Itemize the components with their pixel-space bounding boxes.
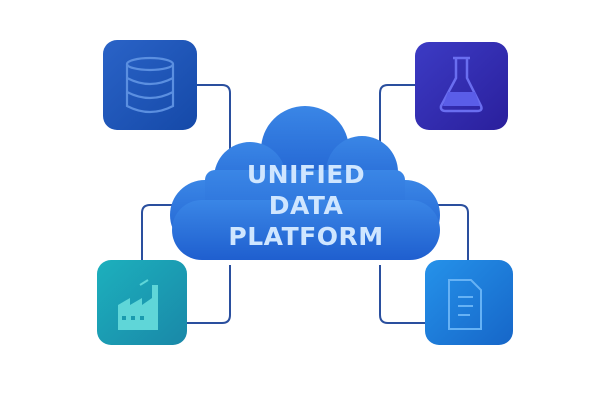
center-title-line-3: PLATFORM — [228, 222, 384, 251]
connector-document-top — [437, 204, 469, 260]
connector-factory-top — [141, 204, 175, 260]
document-node[interactable] — [425, 260, 513, 345]
factory-node[interactable] — [97, 260, 187, 345]
connectors — [141, 84, 469, 324]
factory-icon — [118, 279, 158, 330]
cloud — [170, 106, 440, 260]
flask-node[interactable] — [415, 42, 508, 130]
database-node[interactable] — [103, 40, 197, 130]
document-icon — [448, 279, 482, 330]
center-title-line-1: UNIFIED — [246, 160, 366, 189]
connector-flask — [379, 84, 415, 145]
connector-database — [197, 84, 231, 150]
center-title-line-2: DATA — [268, 191, 344, 220]
connector-document-side — [379, 265, 425, 324]
connector-factory-side — [187, 265, 231, 324]
database-icon — [125, 56, 175, 114]
flask-icon — [439, 56, 483, 113]
